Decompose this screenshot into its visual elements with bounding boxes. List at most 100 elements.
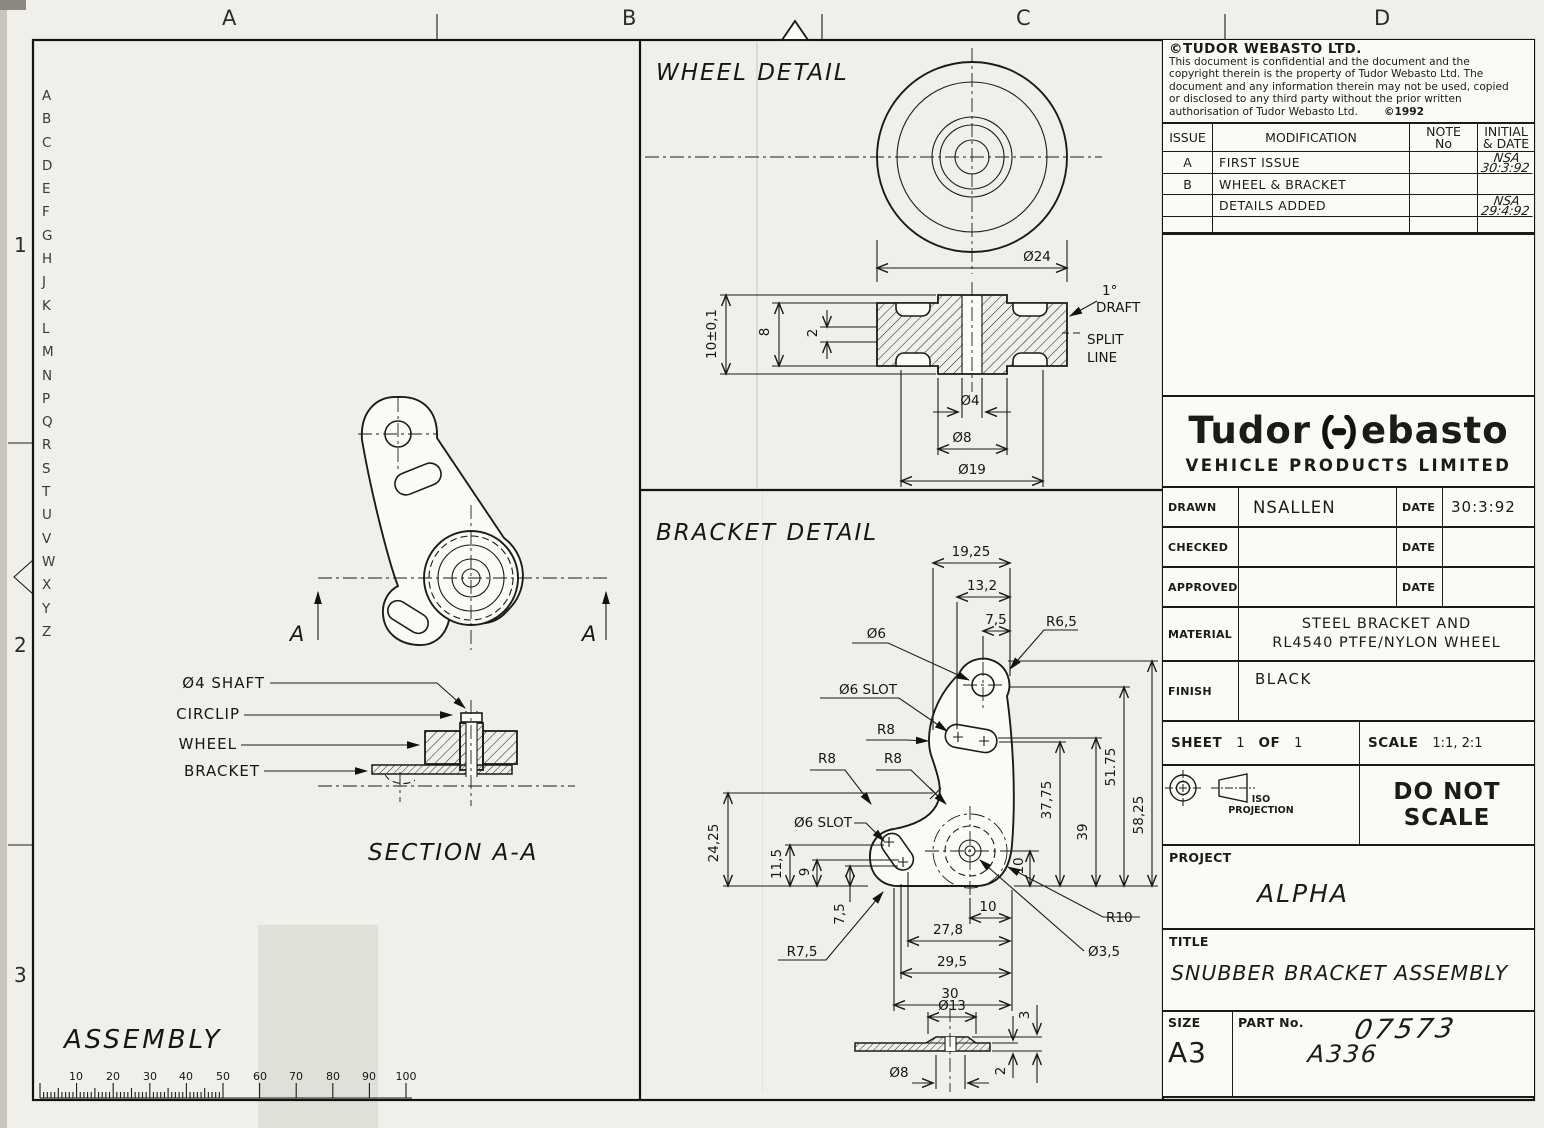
- dim-7-5-top: 7,5: [985, 612, 1006, 628]
- callout-shaft: Ø4 SHAFT: [182, 674, 265, 692]
- dim-30: 30: [941, 986, 958, 1002]
- copyright-heading: ©TUDOR WEBASTO LTD.: [1169, 41, 1362, 57]
- modification-col-header: MODIFICATION: [1213, 124, 1410, 152]
- sheet-number: 1: [1236, 735, 1245, 751]
- grid-letter: Q: [42, 414, 53, 431]
- approved-label: APPROVED: [1163, 568, 1239, 606]
- grid-letter: D: [42, 157, 53, 174]
- issue-cell: [1163, 195, 1213, 217]
- note-cell: [1410, 152, 1478, 174]
- company-logo-block: Tudor ebasto VEHICLE PRODUCTS LIMITED: [1163, 395, 1534, 488]
- dim-29-5: 29,5: [937, 954, 967, 970]
- wheel-detail-view: WHEEL DETAIL Ø24: [645, 48, 1141, 487]
- checked-value: [1239, 528, 1397, 566]
- dim-37-75: 37,75: [1039, 781, 1055, 820]
- project-label: PROJECT: [1169, 850, 1232, 865]
- copyright-line: copyright therein is the property of Tud…: [1169, 68, 1484, 81]
- sheet-of-label: OF: [1258, 735, 1281, 751]
- dim-51-75: 51.75: [1103, 748, 1119, 787]
- note-cell: [1410, 195, 1478, 217]
- drawing-title: SNUBBER BRACKET ASSEMBLY: [1171, 961, 1509, 985]
- date-label: DATE: [1397, 488, 1443, 526]
- title-row: TITLE SNUBBER BRACKET ASSEMBLY: [1163, 930, 1534, 1012]
- scale-ruler: 10 20 30 40 50 60 70 80 90 100: [39, 1070, 417, 1099]
- modification-cell: [1213, 217, 1410, 233]
- drawn-value: NSALLEN: [1239, 488, 1397, 526]
- dim-wheel-od: Ø24: [1023, 249, 1051, 265]
- ruler-label: 40: [179, 1070, 193, 1083]
- bracket-detail-title: BRACKET DETAIL: [656, 520, 878, 546]
- dim-9: 9: [797, 868, 813, 877]
- sheet-label: SHEET: [1171, 735, 1223, 751]
- checked-date: [1443, 528, 1534, 566]
- dim-7-5-left: 7,5: [832, 903, 848, 924]
- scale-label: SCALE: [1368, 735, 1419, 751]
- drawn-date: 30:3:92: [1451, 498, 1516, 516]
- project-value: ALPHA: [1257, 879, 1350, 908]
- dim-r8-b: R8: [818, 751, 836, 767]
- grid-letter: U: [42, 507, 52, 524]
- copyright-line: This document is confidential and the do…: [1169, 55, 1470, 68]
- note-cell: [1410, 217, 1478, 233]
- grid-letter: F: [42, 204, 50, 221]
- draft-note: DRAFT: [1096, 300, 1141, 316]
- dim-10-v: 10: [1011, 857, 1027, 874]
- grid-letter: G: [42, 227, 53, 244]
- grid-row-label-3: 3: [14, 963, 27, 987]
- sheet-total: 1: [1294, 735, 1303, 751]
- handwritten-number: 07573: [1351, 1013, 1460, 1046]
- modification-cell: DETAILS ADDED: [1213, 195, 1410, 217]
- initial-col-header: INITIAL& DATE: [1478, 124, 1534, 152]
- dim-dia6-slot-top: Ø6 SLOT: [839, 682, 898, 698]
- grid-letter: S: [42, 460, 51, 477]
- grid-letter: N: [42, 367, 53, 384]
- grid-letter: E: [42, 181, 51, 198]
- dim-wheel-hub: Ø8: [952, 430, 971, 446]
- copyright-line: document and any information therein may…: [1169, 80, 1509, 93]
- checked-row: CHECKED DATE: [1163, 528, 1534, 568]
- dim-dia8-plate: Ø8: [889, 1065, 908, 1081]
- grid-col-label-c: C: [1016, 6, 1031, 30]
- finish-row: FINISH BLACK: [1163, 662, 1534, 722]
- approved-row: APPROVED DATE: [1163, 568, 1534, 608]
- dim-58-25: 58,25: [1131, 796, 1147, 835]
- assembly-view: A A: [288, 396, 610, 650]
- dim-r6-5: R6,5: [1046, 614, 1077, 630]
- dim-wheel-width: 10±0,1: [704, 309, 720, 359]
- wheel-detail-title: WHEEL DETAIL: [656, 60, 849, 86]
- grid-col-label-b: B: [622, 6, 637, 30]
- finish-label: FINISH: [1163, 662, 1239, 720]
- scale-value: 1:1, 2:1: [1432, 735, 1483, 751]
- grid-col-label-d: D: [1374, 6, 1391, 30]
- finish-value: BLACK: [1255, 670, 1312, 688]
- initial-date-cell: [1478, 174, 1534, 195]
- copyright-line: authorisation of Tudor Webasto Ltd.: [1169, 105, 1358, 118]
- ruler-label: 70: [289, 1070, 303, 1083]
- ruler-label: 80: [326, 1070, 340, 1083]
- paper-fold-crease: [756, 42, 758, 488]
- split-line-note: LINE: [1087, 350, 1117, 366]
- issue-col-header: ISSUE: [1163, 124, 1213, 152]
- dim-r10: R10: [1106, 910, 1133, 926]
- centre-mark-diamond: [13, 559, 34, 595]
- grid-row-label-2: 2: [14, 633, 27, 657]
- bracket-detail-view: BRACKET DETAIL: [656, 520, 1158, 1092]
- grid-col-label-a: A: [222, 6, 237, 30]
- issue-cell: B: [1163, 174, 1213, 195]
- dim-13-2: 13,2: [967, 578, 997, 594]
- title-label: TITLE: [1169, 934, 1209, 949]
- grid-letter: Y: [42, 600, 51, 617]
- iso-projection-icon: [1165, 770, 1255, 806]
- copyright-notice: ©TUDOR WEBASTO LTD. This document is con…: [1163, 40, 1534, 124]
- ruler-label: 20: [106, 1070, 120, 1083]
- copyright-line: or disclosed to any third party without …: [1169, 93, 1462, 106]
- dim-wheel-8: 8: [757, 328, 773, 337]
- company-subtitle: VEHICLE PRODUCTS LIMITED: [1185, 455, 1512, 475]
- section-cut-letter-right: A: [580, 622, 596, 646]
- approved-date: [1443, 568, 1534, 606]
- webasto-w-icon: [1322, 415, 1356, 449]
